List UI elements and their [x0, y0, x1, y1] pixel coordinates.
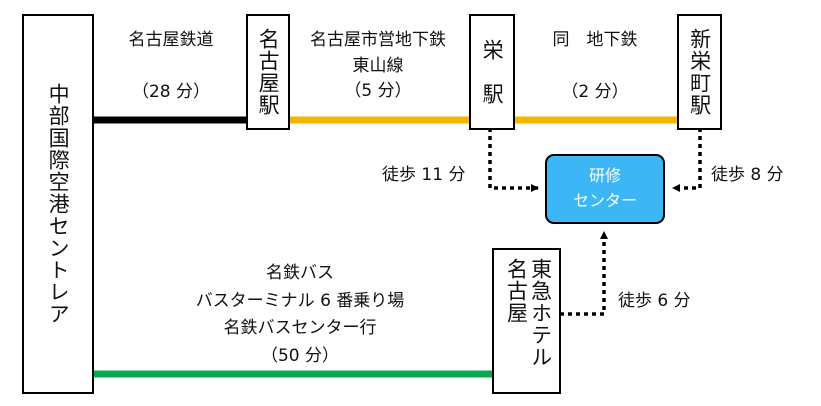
walk-path-shinsakaemachi: [672, 128, 702, 192]
walk-label-shinsakaemachi: 徒歩 8 分: [711, 165, 784, 185]
subway2-label: 同 地下鉄 （2 分）: [520, 28, 670, 105]
training-center-line2: センター: [572, 191, 637, 210]
higashiyama-name2: 東山線: [352, 55, 404, 76]
subway2-name: 同 地下鉄: [552, 30, 638, 50]
bus-line3: 名鉄バスセンター行: [223, 318, 377, 339]
higashiyama-label: 名古屋市営地下鉄 東山線 （5 分）: [290, 28, 466, 105]
hotel-nagoya-tokyu: 名古屋 東急ホテル: [492, 248, 561, 394]
higashiyama-name1: 名古屋市営地下鉄: [310, 30, 446, 50]
meitetsu-time: （28 分）: [131, 81, 211, 102]
walk-label-hotel: 徒歩 6 分: [618, 291, 691, 311]
station-shinsakaemachi-label: 新栄町駅: [687, 28, 712, 116]
hotel-label-line2: 東急ホテル: [528, 258, 553, 368]
bus-line1: 名鉄バス: [266, 263, 334, 283]
higashiyama-time: （5 分）: [344, 81, 412, 101]
station-sakae-label: 栄 駅: [480, 39, 505, 105]
walk-path-hotel: [560, 231, 608, 316]
station-nagoya-label: 名古屋駅: [256, 28, 281, 116]
subway2-time: （2 分）: [561, 81, 629, 102]
walk-label-sakae: 徒歩 11 分: [382, 165, 466, 185]
walk-path-sakae: [488, 128, 539, 192]
station-sakae: 栄 駅: [469, 14, 515, 130]
training-center: 研修 センター: [545, 154, 665, 224]
station-airport-label: 中部国際空港セントレア: [46, 83, 71, 325]
training-center-line1: 研修: [588, 166, 621, 186]
station-airport: 中部国際空港セントレア: [22, 14, 94, 394]
bus-label: 名鉄バス バスターミナル 6 番乗り場 名鉄バスセンター行 （50 分）: [150, 260, 450, 370]
station-shinsakaemachi: 新栄町駅: [677, 14, 722, 130]
meitetsu-name: 名古屋鉄道: [128, 30, 214, 50]
bus-time: （50 分）: [260, 345, 340, 366]
station-nagoya: 名古屋駅: [246, 14, 290, 130]
meitetsu-label: 名古屋鉄道 （28 分）: [108, 28, 234, 105]
hotel-label-line1: 名古屋: [504, 258, 529, 324]
bus-line2: バスターミナル 6 番乗り場: [195, 290, 405, 311]
